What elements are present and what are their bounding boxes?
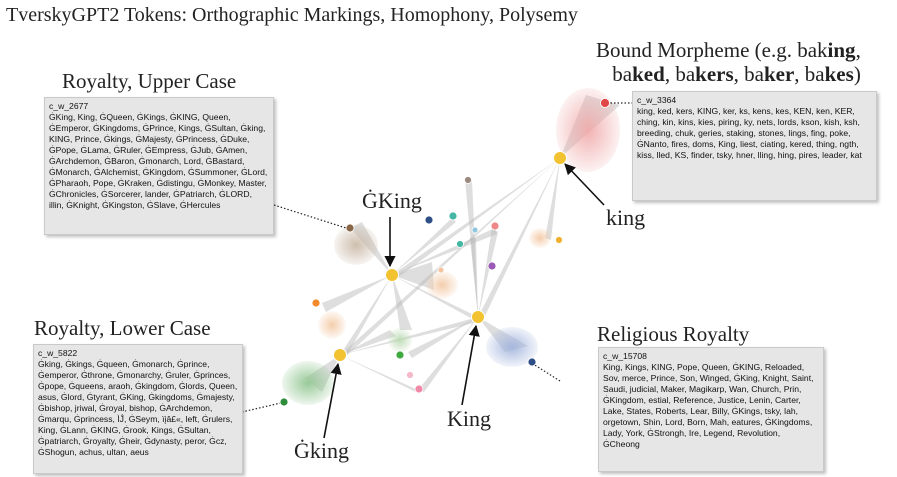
token-box-religious: c_w_15708 King, Kings, KING, Pope, Queen… — [598, 347, 824, 472]
token-box-upper: c_w_2677 ĠKing, King, ĠQueen, ĠKings, ĠK… — [44, 97, 274, 235]
cloud-minor — [318, 228, 551, 352]
node-pink — [414, 384, 424, 394]
heading-morpheme-part: , ba — [664, 62, 696, 86]
cluster-id: c_w_15708 — [603, 351, 647, 361]
node-label-King: King — [447, 406, 491, 431]
heading-religious: Religious Royalty — [597, 322, 750, 346]
arrows — [323, 163, 605, 439]
token-list: ĠKing, King, ĠQueen, ĠKings, ĠKING, Quee… — [49, 112, 268, 210]
heading-morpheme-part: ker — [763, 62, 795, 86]
node-red — [600, 98, 610, 108]
heading-morpheme-part: , ba — [794, 62, 825, 86]
satellite-nodes — [279, 98, 610, 407]
node-navy — [424, 215, 434, 225]
node-label-Gking: Ġking — [294, 438, 349, 463]
node-orange — [311, 298, 321, 308]
node-darkgreen — [279, 397, 289, 407]
node-label-king: king — [606, 205, 646, 230]
hub-Gking — [333, 348, 347, 362]
node-orange-2 — [555, 236, 563, 244]
cloud-upper — [334, 225, 378, 265]
cloud-lower — [282, 361, 334, 405]
node-gray — [464, 176, 472, 184]
heading-morpheme-part: kes — [824, 62, 854, 86]
heading-morpheme-part: ba — [612, 62, 633, 86]
node-teal-2 — [456, 240, 464, 248]
token-list: king, ked, kers, KING, ker, ks, kens, ke… — [637, 106, 862, 160]
node-peach — [437, 266, 445, 274]
cloud-morpheme — [556, 88, 620, 172]
cluster-id: c_w_2677 — [49, 101, 89, 111]
token-list: King, Kings, KING, Pope, Queen, ĠKING, R… — [603, 362, 814, 449]
node-green — [395, 350, 405, 360]
node-label-GKing: ĠKing — [362, 188, 422, 213]
heading-lower: Royalty, Lower Case — [34, 316, 211, 340]
node-purple — [487, 261, 497, 271]
node-lightpink — [406, 371, 414, 379]
token-list: Ġking, Ġkings, Ġqueen, Ġmonarch, Ġprince… — [38, 359, 238, 457]
hub-king — [553, 151, 567, 165]
node-brown — [345, 223, 355, 233]
heading-morpheme-part: ked — [632, 62, 665, 86]
cloud-religious — [486, 327, 538, 367]
connectors — [241, 102, 633, 413]
edge-bundle — [305, 95, 620, 394]
heading-morpheme-part: , ba — [733, 62, 764, 86]
node-blue — [527, 357, 537, 367]
cluster-id: c_w_3364 — [637, 95, 677, 105]
heading-morpheme-part: ) — [853, 62, 861, 86]
hub-King — [471, 310, 485, 324]
page-title: TverskyGPT2 Tokens: Orthographic Marking… — [6, 4, 578, 26]
hub-nodes — [333, 151, 567, 362]
node-pink-small — [490, 221, 500, 231]
hub-GKing — [385, 268, 399, 282]
node-teal — [448, 211, 458, 221]
heading-morpheme: Bound Morpheme (e.g. baking, baked, bake… — [596, 38, 861, 86]
token-box-lower: c_w_5822 Ġking, Ġkings, Ġqueen, Ġmonarch… — [33, 344, 243, 474]
token-box-morpheme: c_w_3364 king, ked, kers, KING, ker, ks,… — [632, 91, 877, 201]
cluster-id: c_w_5822 — [38, 348, 78, 358]
node-lightblue — [471, 226, 479, 234]
heading-upper: Royalty, Upper Case — [62, 69, 237, 93]
heading-morpheme-part: kers — [695, 62, 734, 86]
heading-morpheme-line2: baked, bakers, baker, bakes) — [596, 62, 861, 86]
